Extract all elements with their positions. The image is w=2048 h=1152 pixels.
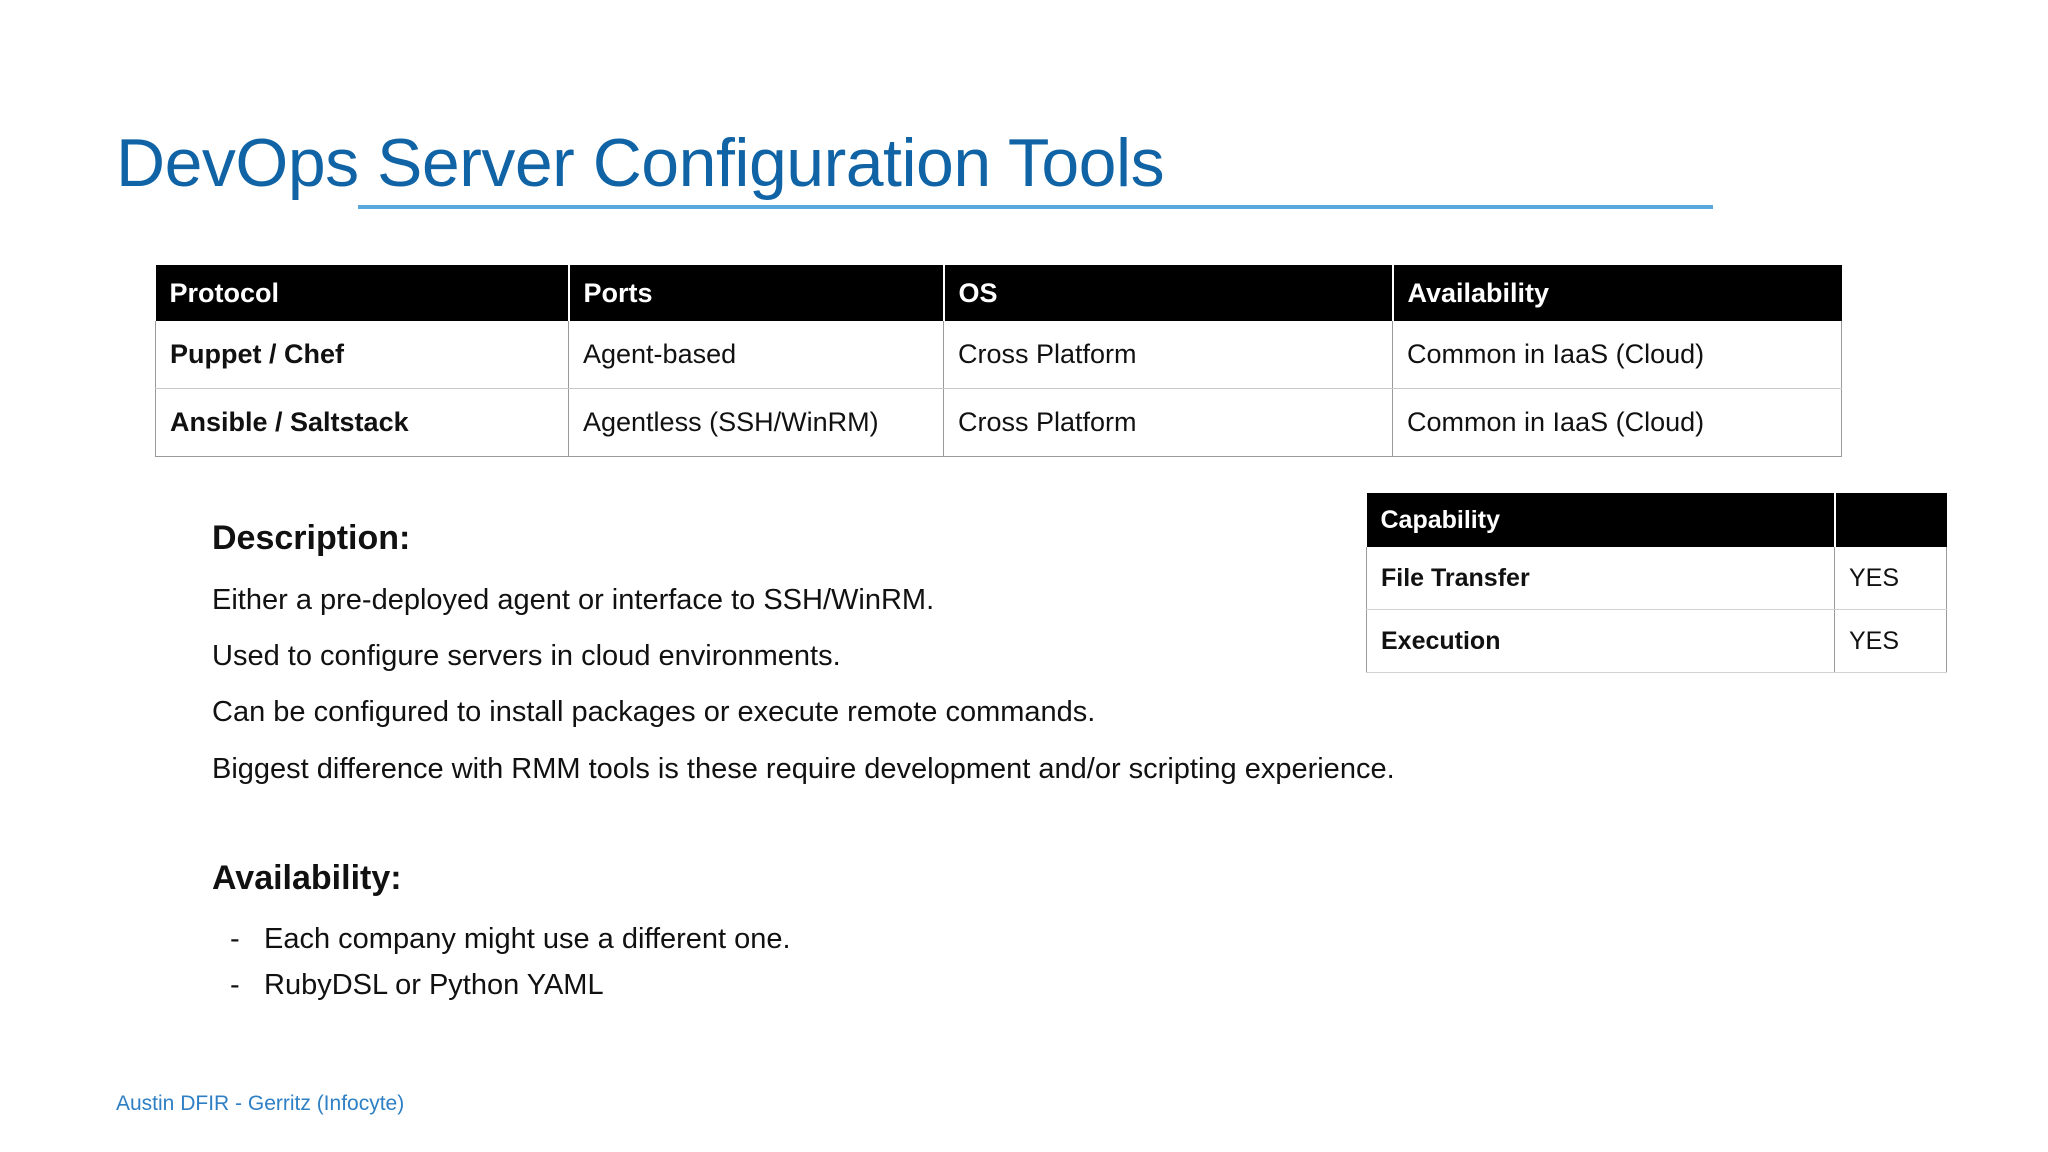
table-row: Ansible / Saltstack Agentless (SSH/WinRM… — [155, 388, 1842, 457]
cell-protocol: Puppet / Chef — [155, 321, 569, 389]
description-heading: Description: — [212, 519, 411, 557]
description-line: Used to configure servers in cloud envir… — [212, 640, 841, 673]
column-header-capability-value — [1834, 493, 1947, 547]
capability-table: Capability File Transfer YES Execution Y… — [1366, 493, 1947, 673]
description-section: Description: Either a pre-deployed agent… — [212, 519, 1395, 804]
description-line: Biggest difference with RMM tools is the… — [212, 752, 1395, 785]
dash-bullet-icon: - — [230, 923, 240, 956]
title-divider — [358, 205, 1713, 209]
cell-protocol: Ansible / Saltstack — [155, 388, 569, 457]
page-title: DevOps Server Configuration Tools — [116, 124, 1165, 201]
table-row: File Transfer YES — [1366, 547, 1947, 610]
description-line: Either a pre-deployed agent or interface… — [212, 584, 935, 617]
table-header-row: Protocol Ports OS Availability — [155, 265, 1842, 321]
list-item-label: RubyDSL or Python YAML — [264, 968, 604, 1001]
cell-capability-value: YES — [1834, 609, 1947, 673]
column-header-os: OS — [943, 265, 1394, 321]
list-item: - RubyDSL or Python YAML — [212, 965, 1322, 1006]
footer-attribution: Austin DFIR - Gerritz (Infocyte) — [116, 1092, 405, 1115]
dash-bullet-icon: - — [230, 968, 240, 1001]
table-row: Execution YES — [1366, 609, 1947, 673]
column-header-protocol: Protocol — [155, 265, 570, 321]
capability-header-row: Capability — [1366, 493, 1947, 547]
description-line: Can be configured to install packages or… — [212, 696, 1096, 729]
cell-ports: Agentless (SSH/WinRM) — [568, 388, 944, 457]
list-item-label: Each company might use a different one. — [264, 923, 791, 956]
column-header-availability: Availability — [1392, 265, 1842, 321]
list-item: - Each company might use a different one… — [212, 919, 1322, 960]
protocol-table: Protocol Ports OS Availability Puppet / … — [155, 265, 1842, 457]
cell-os: Cross Platform — [943, 388, 1393, 457]
cell-ports: Agent-based — [568, 321, 944, 389]
table-row: Puppet / Chef Agent-based Cross Platform… — [155, 321, 1842, 389]
cell-capability-value: YES — [1834, 547, 1947, 610]
column-header-capability: Capability — [1366, 493, 1836, 547]
cell-capability-name: File Transfer — [1366, 547, 1835, 610]
cell-os: Cross Platform — [943, 321, 1393, 389]
cell-capability-name: Execution — [1366, 609, 1835, 673]
cell-availability: Common in IaaS (Cloud) — [1392, 321, 1842, 389]
cell-availability: Common in IaaS (Cloud) — [1392, 388, 1842, 457]
availability-heading: Availability: — [212, 859, 402, 897]
availability-section: Availability: - Each company might use a… — [212, 859, 1322, 1010]
availability-list: - Each company might use a different one… — [212, 919, 1322, 1005]
column-header-ports: Ports — [568, 265, 945, 321]
